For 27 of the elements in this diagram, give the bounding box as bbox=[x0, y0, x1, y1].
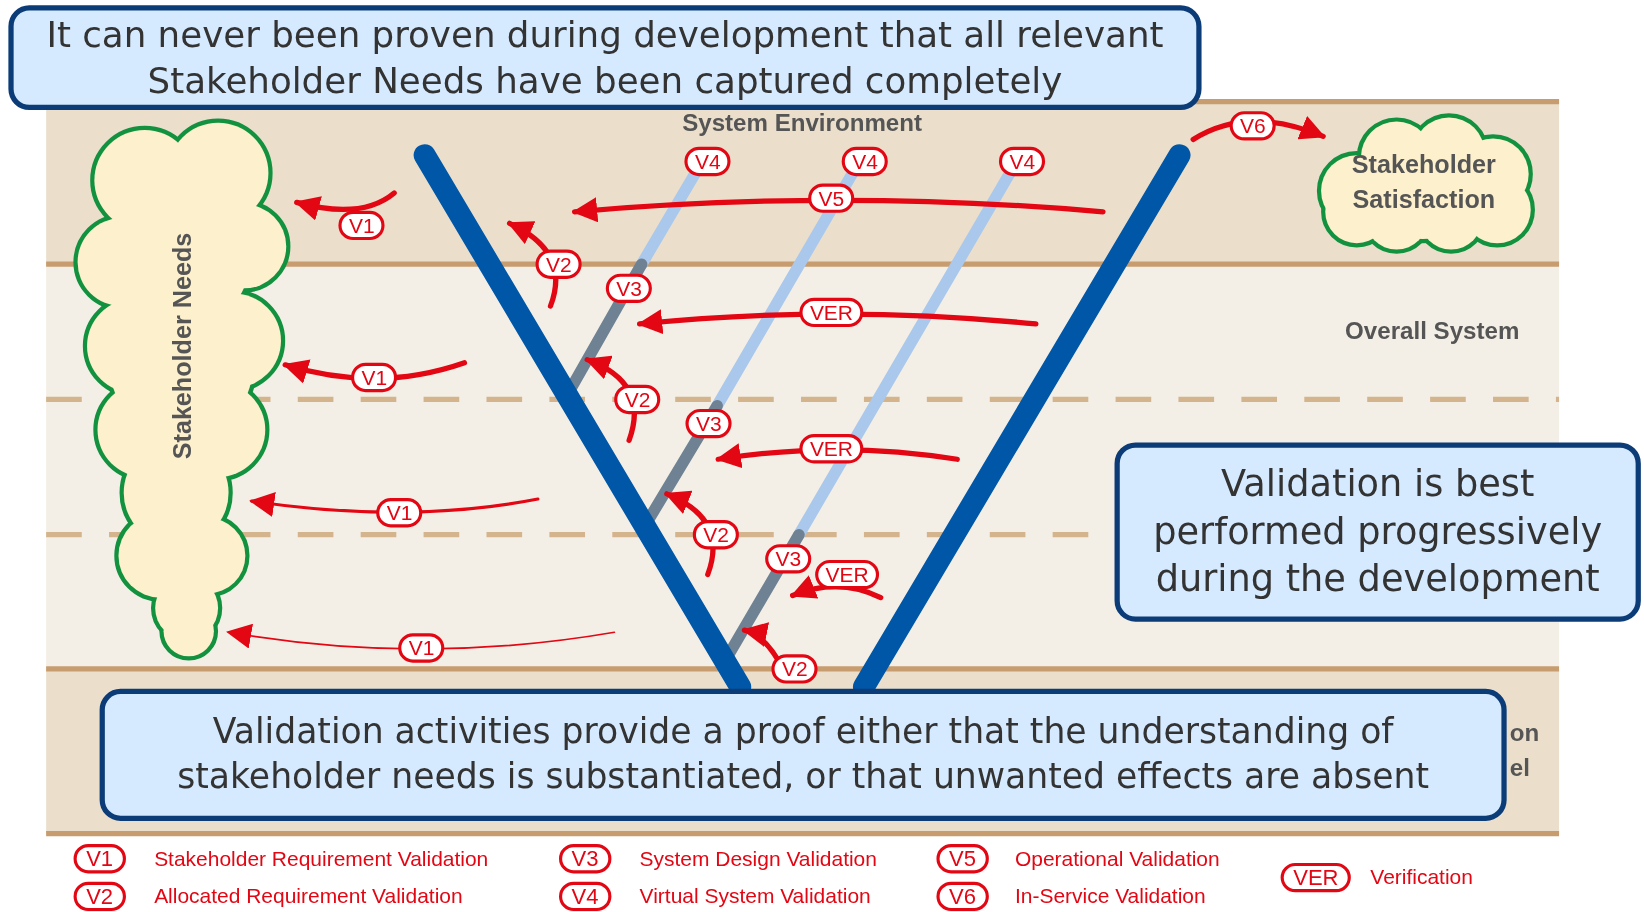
legend-key: V2 bbox=[73, 881, 126, 912]
band-label: on bbox=[1509, 719, 1540, 748]
legend-text: In-Service Validation bbox=[1014, 884, 1206, 909]
cloud-label: Stakeholder Satisfaction bbox=[1350, 148, 1497, 215]
cloud-label: Stakeholder Needs bbox=[167, 232, 198, 460]
legend-key: VER bbox=[1280, 862, 1352, 893]
band-label: Overall System bbox=[1345, 316, 1520, 345]
legend-text: System Design Validation bbox=[639, 846, 877, 871]
legend-text: Stakeholder Requirement Validation bbox=[154, 846, 489, 871]
band-label: el bbox=[1509, 753, 1530, 783]
callout-box: Validation is best performed progressively during the development bbox=[1114, 442, 1641, 622]
arrow bbox=[226, 623, 616, 650]
legend-text: Allocated Requirement Validation bbox=[154, 884, 463, 909]
callout-box: It can never been proven during development that all relevant Stakeholder Needs have been captured completely bbox=[8, 5, 1202, 111]
legend-key: V6 bbox=[936, 881, 989, 912]
legend-key: V1 bbox=[73, 844, 126, 874]
tag-label: VER bbox=[799, 297, 864, 328]
legend-key: V3 bbox=[559, 844, 612, 874]
legend-text: Verification bbox=[1370, 865, 1473, 890]
legend-text: Operational Validation bbox=[1014, 846, 1220, 871]
callout-box: Validation activities provide a proof either that the understanding of stakeholder needs is substantiated, or that unwanted effects are absent bbox=[99, 688, 1507, 821]
arrow bbox=[294, 190, 397, 221]
legend-key: V5 bbox=[936, 844, 989, 874]
tag-label: VER bbox=[799, 434, 864, 464]
legend-text: Virtual System Validation bbox=[639, 884, 871, 909]
band-label: System Environment bbox=[682, 109, 922, 138]
legend-key: V4 bbox=[559, 881, 612, 912]
